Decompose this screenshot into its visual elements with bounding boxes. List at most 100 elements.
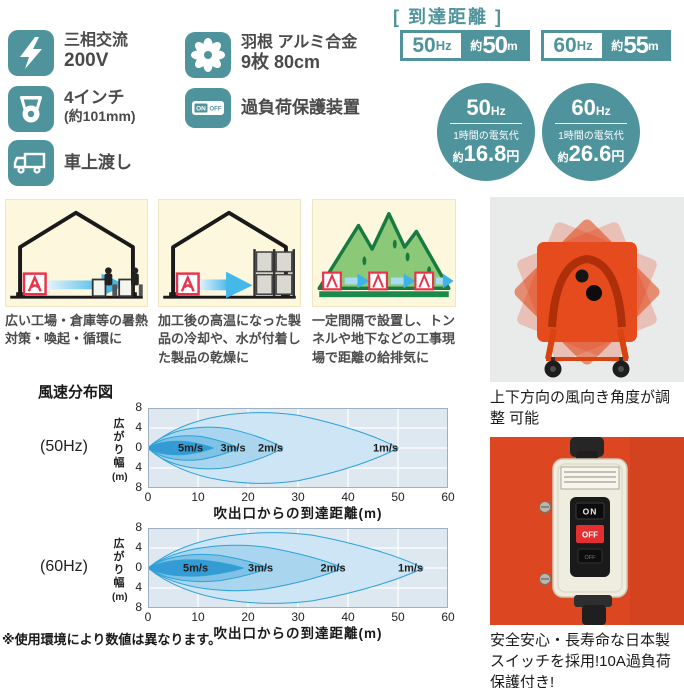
- spec-blade-line1: 羽根 アルミ合金: [241, 34, 358, 51]
- freq-value: 60: [553, 33, 577, 57]
- spec-delivery-text: 車上渡し: [64, 140, 132, 173]
- chart-freq-label-50hz: (50Hz): [40, 438, 89, 455]
- x-tick-label: 30: [291, 490, 305, 504]
- cost-amount: 約26.6円: [542, 142, 640, 166]
- usecase-warehouse-workers: [5, 199, 148, 307]
- contour-label: 1m/s: [398, 563, 423, 575]
- amount-value: 26.6: [568, 141, 612, 166]
- freq-value: 60: [571, 95, 596, 120]
- fan-tilt-photo-image: [490, 197, 684, 382]
- contour-label: 5m/s: [178, 443, 203, 455]
- x-tick-label: 50: [391, 610, 405, 624]
- distance-unit: m: [507, 38, 518, 53]
- x-tick-label: 20: [241, 610, 255, 624]
- cost-label: 1時間の電気代: [453, 131, 519, 142]
- usecase-caption-1: 広い工場・倉庫等の暑熱対策・喚起・循環に: [5, 313, 149, 347]
- x-tick-label: 40: [341, 610, 355, 624]
- y-tick-label: 0: [135, 440, 142, 454]
- freq-value: 50: [412, 33, 436, 57]
- caster-wheel-icon: [8, 86, 54, 132]
- spec-power-line1: 三相交流: [64, 32, 129, 49]
- onoff-switch-icon: ON OFF: [185, 88, 231, 128]
- switch-small-label: OFF: [585, 555, 597, 561]
- spec-caster: 4インチ (約101mm): [8, 86, 136, 132]
- spec-caster-line2: (約101mm): [64, 107, 136, 124]
- wind-distribution-plot: 1m/s2m/s3m/s5m/s: [148, 528, 448, 608]
- x-tick-label: 60: [441, 610, 455, 624]
- reach-distance-title: [ 到達距離 ]: [393, 7, 503, 27]
- approx-label: 約: [470, 39, 483, 53]
- tunnel-mountains-illustration: [317, 212, 454, 298]
- fan-row: [322, 271, 454, 291]
- contour-label: 1m/s: [373, 443, 398, 455]
- wind-distribution-plot: 1m/s2m/s3m/s5m/s: [148, 408, 448, 488]
- y-tick-label: 8: [135, 400, 142, 414]
- x-axis-label: 吹出口からの到達距離(m): [213, 626, 383, 641]
- y-tick-label: 4: [135, 420, 142, 434]
- y-axis-label: 広がり幅(m): [112, 538, 128, 603]
- switch-photo-image: ON OFF OFF: [490, 437, 684, 625]
- x-tick-label: 20: [241, 490, 255, 504]
- x-axis-label: 吹出口からの到達距離(m): [213, 506, 383, 521]
- switch-off-button-label: OFF: [582, 531, 598, 540]
- cost-circle-60hz: 60Hz 1時間の電気代 約26.6円: [542, 83, 640, 181]
- fan-tilt-photo: [490, 197, 684, 382]
- y-tick-label: 8: [135, 600, 142, 614]
- contour-label: 5m/s: [183, 563, 208, 575]
- cost-label: 1時間の電気代: [558, 131, 624, 142]
- amount-unit: 円: [611, 149, 625, 164]
- x-tick-label: 0: [144, 490, 152, 504]
- y-tick-label: 4: [135, 540, 142, 554]
- spec-caster-text: 4インチ (約101mm): [64, 86, 136, 124]
- cost-circle-50hz-freq: 50Hz: [437, 97, 535, 119]
- approx-label: 約: [452, 152, 464, 164]
- approx-label: 約: [557, 152, 569, 164]
- cost-circle-50hz: 50Hz 1時間の電気代 約16.8円: [437, 83, 535, 181]
- x-tick-label: 40: [341, 490, 355, 504]
- contour-5m/s: [148, 440, 215, 456]
- chart-freq-label-60hz: (60Hz): [40, 558, 89, 575]
- switch-photo: ON OFF OFF: [490, 437, 684, 625]
- usecase-caption-2: 加工後の高温になった製品の冷却や、水が付着した製品の乾燥に: [158, 313, 302, 365]
- fan-tilt-caption: 上下方向の風向き角度が調整 可能: [490, 389, 671, 427]
- amount-unit: 円: [506, 149, 520, 164]
- spec-overload-line1: 過負荷保護装置: [241, 98, 360, 117]
- truck-icon: [8, 140, 54, 186]
- switch-on-button-label: ON: [583, 507, 598, 517]
- spec-power-text: 三相交流 200V: [64, 30, 128, 72]
- distance-value: 55: [623, 31, 649, 59]
- y-tick-label: 4: [135, 460, 142, 474]
- freq-unit: Hz: [490, 104, 506, 118]
- freq-unit: Hz: [595, 104, 611, 118]
- y-tick-label: 0: [135, 560, 142, 574]
- rating-sticker: [560, 466, 620, 490]
- spec-power: 三相交流 200V: [8, 30, 128, 76]
- freq-unit: Hz: [576, 38, 593, 53]
- workers-at-desks: [91, 267, 143, 298]
- warehouse-workers-illustration: [10, 210, 143, 299]
- freq-unit: Hz: [435, 38, 452, 53]
- x-tick-label: 10: [191, 610, 205, 624]
- usecase-warehouse-products: [158, 199, 301, 307]
- onoff-icon-on-text: ON: [196, 106, 206, 113]
- caster-wheels: [544, 357, 630, 378]
- x-tick-label: 60: [441, 490, 455, 504]
- contour-label: 2m/s: [258, 443, 283, 455]
- spec-blade-text: 羽根 アルミ合金 9枚 80cm: [241, 32, 357, 73]
- spec-overload: ON OFF 過負荷保護装置: [185, 88, 360, 128]
- cost-amount: 約16.8円: [437, 142, 535, 166]
- x-tick-label: 30: [291, 610, 305, 624]
- y-axis-label: 広がり幅(m): [112, 418, 128, 483]
- y-tick-label: 8: [135, 480, 142, 494]
- usecase-tunnel: [312, 199, 456, 307]
- x-tick-label: 50: [391, 490, 405, 504]
